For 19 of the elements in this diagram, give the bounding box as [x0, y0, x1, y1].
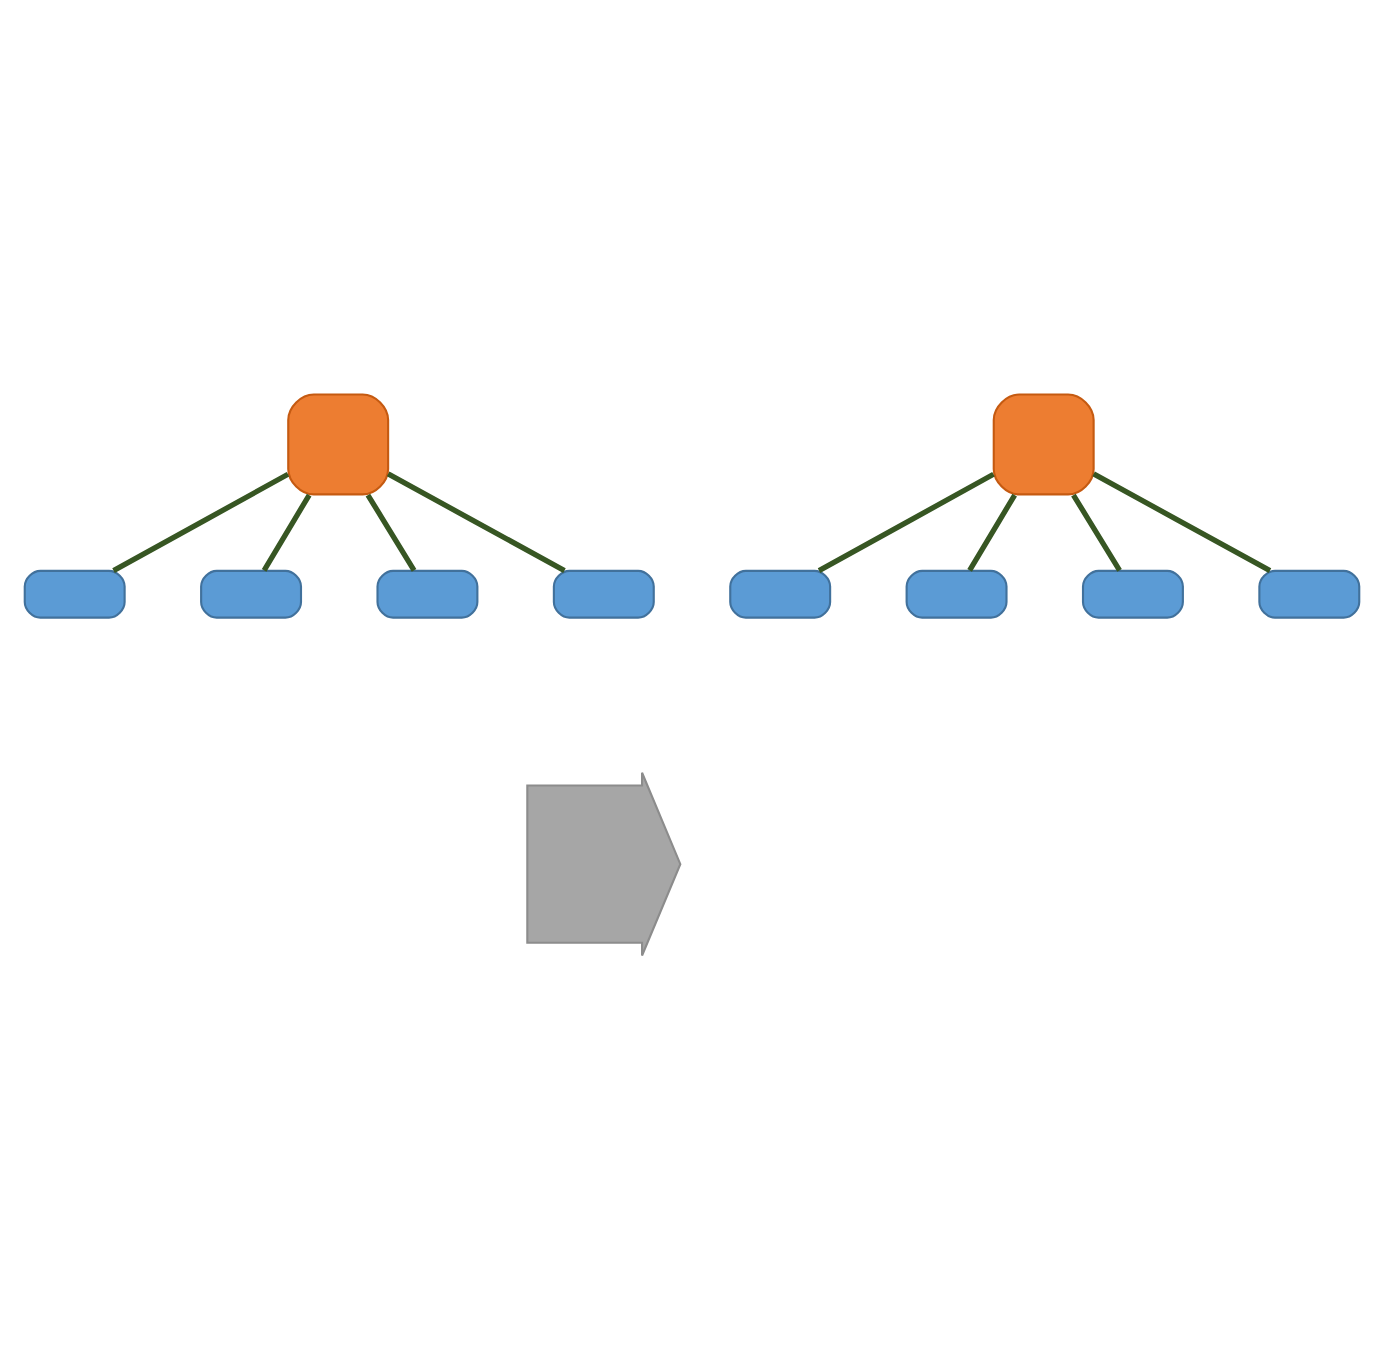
connector	[817, 471, 995, 573]
node-square	[992, 393, 1095, 496]
node-square	[287, 393, 390, 496]
node-bar	[729, 569, 832, 619]
connector	[1071, 493, 1122, 572]
node-bar	[1081, 569, 1184, 619]
connector	[261, 493, 312, 572]
connector	[386, 471, 566, 573]
node-arrow	[526, 771, 682, 957]
node-bar	[200, 569, 303, 619]
node-bar	[552, 569, 655, 619]
node-bar	[23, 569, 126, 619]
connector	[365, 493, 417, 572]
connector	[1092, 471, 1272, 573]
connector	[967, 493, 1017, 572]
connector	[112, 471, 290, 573]
node-bar	[1258, 569, 1361, 619]
node-bar	[905, 569, 1008, 619]
node-bar	[376, 569, 479, 619]
